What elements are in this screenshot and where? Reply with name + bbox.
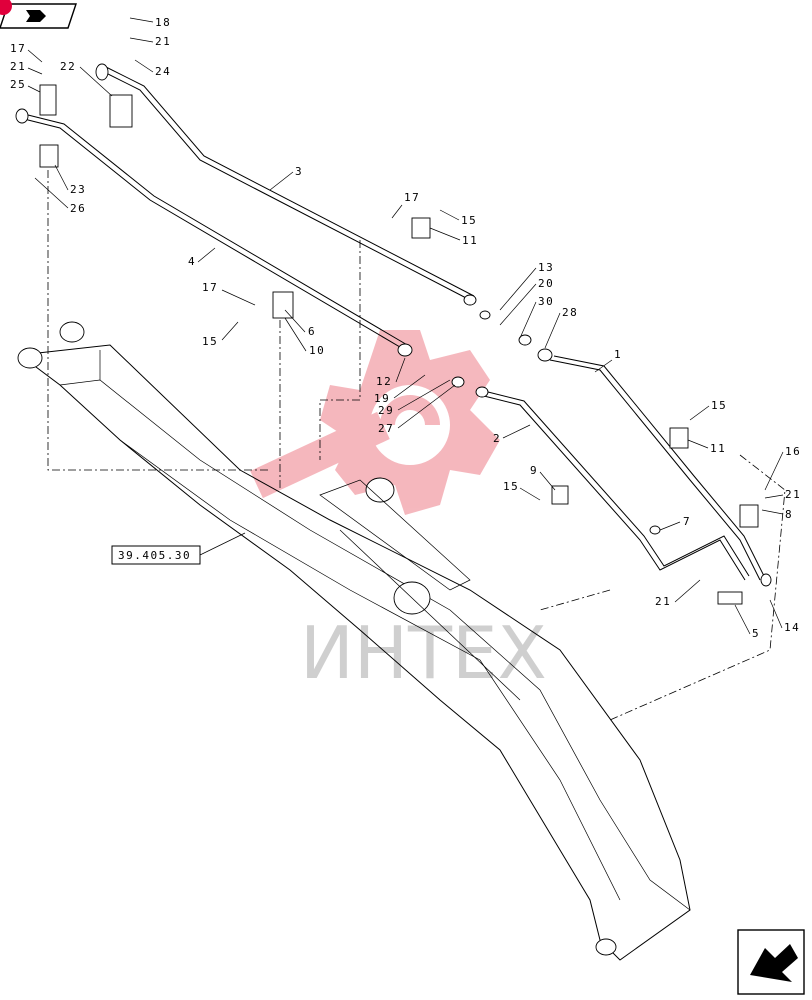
boom — [17, 321, 691, 961]
callout-11-b: 11 — [710, 442, 726, 455]
watermark-logo — [250, 330, 500, 515]
callout-28: 28 — [562, 306, 578, 319]
callout-13: 13 — [538, 261, 554, 274]
callout-25: 25 — [10, 78, 26, 91]
callout-21-b: 21 — [10, 60, 26, 73]
callout-4: 4 — [188, 255, 196, 268]
callouts: 1 2 3 4 5 6 7 8 9 10 11 11 12 13 14 15 1… — [10, 16, 801, 640]
callout-19: 19 — [374, 392, 390, 405]
fittings — [15, 63, 772, 605]
callout-27: 27 — [378, 422, 394, 435]
pipe-2 — [479, 390, 750, 581]
callout-15-c: 15 — [711, 399, 727, 412]
callout-26: 26 — [70, 202, 86, 215]
callout-6: 6 — [308, 325, 316, 338]
callout-23: 23 — [70, 183, 86, 196]
callout-21-c: 21 — [785, 488, 801, 501]
watermark-text: ИНТЕХ — [300, 611, 547, 695]
red-dot-badge — [0, 0, 12, 15]
callout-15-d: 15 — [503, 480, 519, 493]
callout-9: 9 — [530, 464, 538, 477]
callout-5: 5 — [752, 627, 760, 640]
callout-17-a: 17 — [10, 42, 26, 55]
callout-17-c: 17 — [202, 281, 218, 294]
callout-1: 1 — [614, 348, 622, 361]
next-page-arrow-icon[interactable] — [0, 3, 77, 29]
callout-24: 24 — [155, 65, 171, 78]
callout-29: 29 — [378, 404, 394, 417]
callout-17-b: 17 — [404, 191, 420, 204]
reference-label: 39.405.30 — [118, 549, 191, 562]
callout-22: 22 — [60, 60, 76, 73]
callout-15-b: 15 — [202, 335, 218, 348]
callout-16: 16 — [785, 445, 801, 458]
callout-14: 14 — [784, 621, 800, 634]
callout-10: 10 — [309, 344, 325, 357]
callout-12: 12 — [376, 375, 392, 388]
return-arrow-icon[interactable] — [737, 929, 805, 995]
callout-15-a: 15 — [461, 214, 477, 227]
pipe-3 — [99, 65, 475, 301]
callout-21-a: 21 — [155, 35, 171, 48]
pipe-4 — [19, 113, 410, 351]
callout-21-d: 21 — [655, 595, 671, 608]
pipe-1 — [549, 355, 765, 581]
callout-3: 3 — [295, 165, 303, 178]
callout-7: 7 — [683, 515, 691, 528]
callout-11-a: 11 — [462, 234, 478, 247]
callout-2: 2 — [493, 432, 501, 445]
callout-18: 18 — [155, 16, 171, 29]
callout-8: 8 — [785, 508, 793, 521]
phantom-lines — [47, 170, 786, 721]
callout-20: 20 — [538, 277, 554, 290]
callout-30: 30 — [538, 295, 554, 308]
